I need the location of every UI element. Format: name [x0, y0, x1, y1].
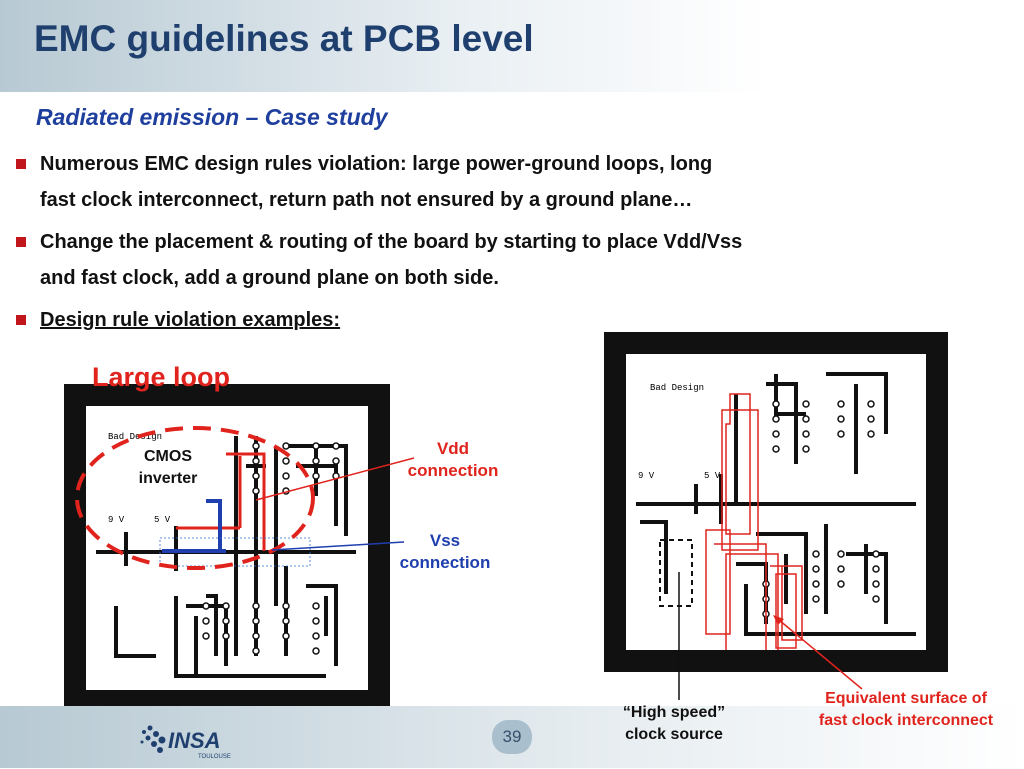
cmos-label-line1: CMOS: [144, 448, 192, 465]
bullet-text: Change the placement & routing of the bo…: [40, 231, 743, 253]
pcb-left-supply-label: 5 V: [154, 515, 171, 525]
pcb-right-board: Bad Design 9 V 5 V: [626, 354, 926, 654]
title-bar: EMC guidelines at PCB level: [0, 0, 1024, 92]
slide-title: EMC guidelines at PCB level: [34, 18, 534, 59]
clock-label-line2: clock source: [625, 726, 723, 743]
equiv-label-line1: Equivalent surface of: [825, 690, 987, 707]
slide-subtitle: Radiated emission – Case study: [36, 104, 388, 130]
bullet-square-icon: [16, 159, 26, 169]
pcb-right-board-title: Bad Design: [650, 383, 704, 393]
pcb-left-board-title: Bad Design: [108, 432, 162, 442]
svg-text:TOULOUSE: TOULOUSE: [198, 754, 231, 760]
svg-text:INSA: INSA: [168, 728, 221, 753]
vdd-label-line1: Vdd: [436, 439, 470, 458]
large-loop-label: Large loop: [92, 362, 231, 392]
vdd-connection-label: Vdd connection: [400, 438, 506, 482]
clock-label-line1: “High speed”: [622, 704, 726, 721]
pcb-left-board: Bad Design 9 V 5 V: [86, 406, 368, 690]
pcb-right-image: Bad Design 9 V 5 V: [604, 332, 948, 672]
bullet-square-icon: [16, 315, 26, 325]
cmos-inverter-label: CMOS inverter: [130, 446, 206, 490]
pcb-left-highlight-box: [159, 537, 311, 567]
insa-logo: INSA TOULOUSE: [136, 714, 236, 764]
pcb-left-image: Bad Design 9 V 5 V: [64, 384, 390, 712]
bullet-text: fast clock interconnect, return path not…: [40, 189, 693, 211]
pcb-right-clock-source-box: [659, 539, 693, 607]
large-loop-ellipse: [75, 426, 315, 570]
pcb-left-supply-label: 9 V: [108, 515, 125, 525]
vss-pointer-line: [271, 541, 405, 551]
equivalent-surface-label: Equivalent surface of fast clock interco…: [808, 688, 1004, 732]
bullet-text: Design rule violation examples:: [40, 309, 341, 331]
vss-connection-label: Vss connection: [392, 530, 498, 574]
vdd-label-line2: connection: [407, 461, 499, 480]
page-number: 39: [492, 720, 532, 754]
clock-source-label: “High speed” clock source: [608, 702, 740, 746]
pcb-right-traces: Bad Design 9 V 5 V: [636, 372, 916, 654]
equiv-label-line2: fast clock interconnect: [818, 712, 994, 729]
bullet-text: and fast clock, add a ground plane on bo…: [40, 267, 499, 289]
pcb-right-supply-label: 9 V: [638, 471, 655, 481]
bullet-square-icon: [16, 237, 26, 247]
cmos-label-line2: inverter: [138, 470, 198, 487]
equiv-pointer-line: [778, 619, 863, 690]
bullet-list: Numerous EMC design rules violation: lar…: [14, 146, 944, 344]
bullet-item: Numerous EMC design rules violation: lar…: [14, 146, 944, 218]
equiv-arrowhead-icon: [773, 615, 784, 625]
bullet-item: Design rule violation examples:: [14, 302, 944, 338]
bullet-item: Change the placement & routing of the bo…: [14, 224, 944, 296]
vss-label-line2: connection: [399, 553, 491, 572]
vss-label-line1: Vss: [429, 531, 461, 550]
vdd-pointer-line: [255, 457, 415, 501]
pcb-right-supply-label: 5 V: [704, 471, 721, 481]
pcb-left-traces: Bad Design 9 V 5 V: [96, 432, 356, 678]
bullet-text: Numerous EMC design rules violation: lar…: [40, 153, 713, 175]
insa-logo-icon: INSA TOULOUSE: [140, 725, 231, 760]
